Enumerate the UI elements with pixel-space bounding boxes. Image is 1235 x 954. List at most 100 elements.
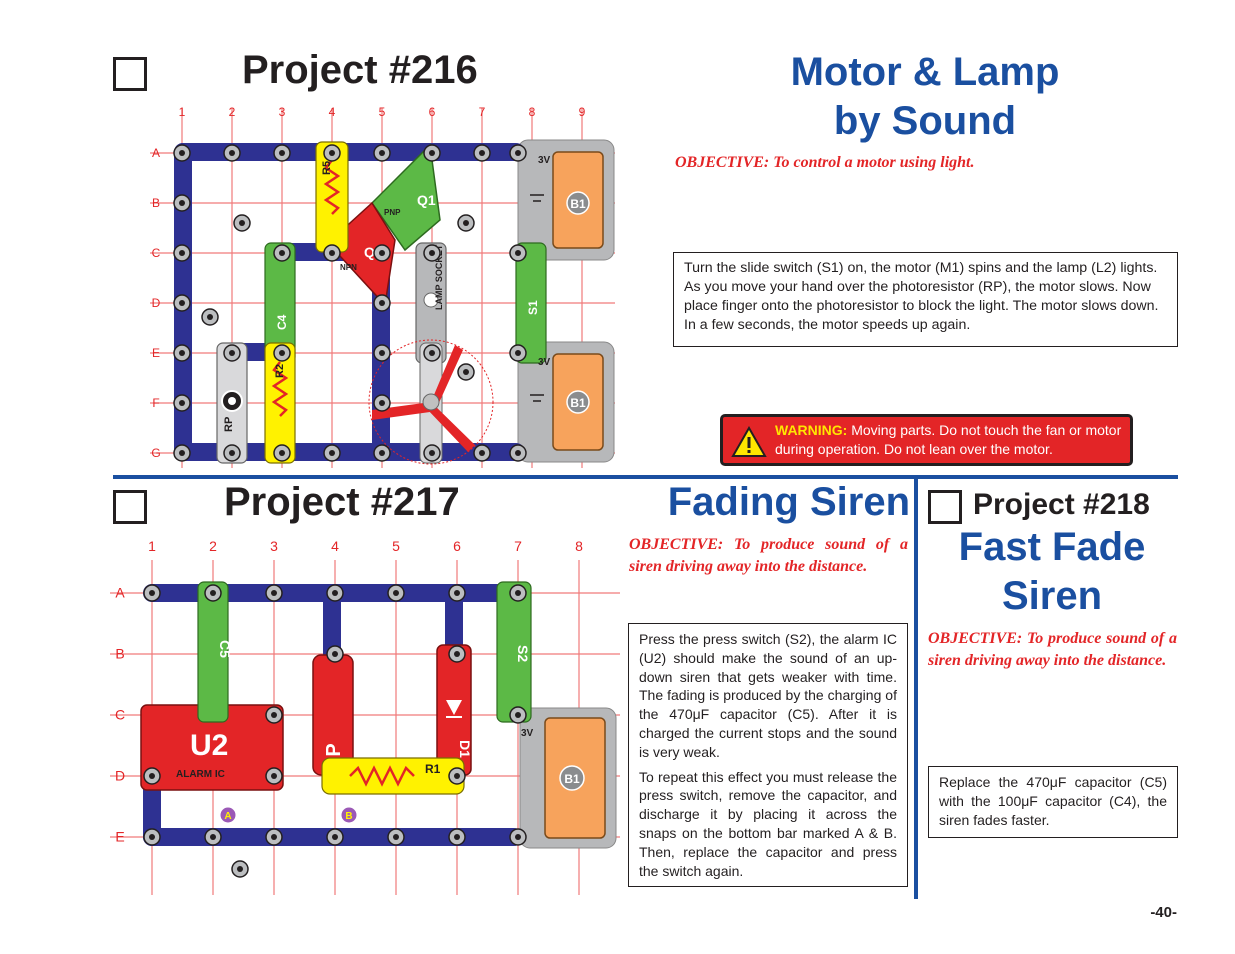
snap-center [454, 773, 460, 779]
snap-center [271, 773, 277, 779]
p218-title-line1: Fast Fade [958, 525, 1146, 569]
snap-center [179, 450, 185, 456]
project-217-checkbox[interactable] [113, 490, 147, 524]
snap-center [329, 150, 335, 156]
col-label: 5 [392, 538, 400, 554]
snap-center [429, 350, 435, 356]
snap-center [515, 834, 521, 840]
p216-r2-label: R2 [274, 364, 286, 378]
warning-box: WARNING: Moving parts. Do not touch the … [720, 414, 1133, 466]
row-label: B [152, 196, 160, 210]
snap-center [279, 250, 285, 256]
project-216-title: Project #216 [242, 48, 478, 92]
snap-center [515, 712, 521, 718]
snap-center [229, 150, 235, 156]
snap-center [515, 450, 521, 456]
snap-center [379, 300, 385, 306]
snap-center [179, 150, 185, 156]
p217-marker-a: A [224, 811, 231, 822]
snap-center [149, 590, 155, 596]
divider-horizontal [113, 475, 1178, 479]
row-label: A [115, 585, 125, 601]
snap-center [179, 300, 185, 306]
p216-rp-label: RP [223, 417, 235, 432]
p216-s1 [515, 242, 547, 364]
project-218-checkbox[interactable] [928, 490, 962, 524]
p216-instructions: Turn the slide switch (S1) on, the motor… [684, 260, 1159, 333]
snap-center [179, 350, 185, 356]
project-217-title: Project #217 [224, 480, 460, 524]
col-label: 6 [453, 538, 461, 554]
snap-center [149, 773, 155, 779]
snap-center [179, 250, 185, 256]
snap-center [479, 150, 485, 156]
snap-center [237, 866, 243, 872]
p217-objective: OBJECTIVE: To produce sound of a siren d… [629, 536, 908, 575]
snap-center [239, 220, 245, 226]
p216-q1 [371, 143, 441, 252]
col-label: 2 [229, 105, 236, 119]
snap-center [379, 350, 385, 356]
snap-center [454, 834, 460, 840]
snap-center [479, 450, 485, 456]
warning-text: WARNING: Moving parts. Do not touch the … [775, 421, 1124, 459]
snap-center [379, 450, 385, 456]
snap-center [463, 220, 469, 226]
p216-wire-top [174, 143, 440, 161]
p217-r1-label: R1 [425, 762, 441, 776]
p217-c5 [197, 581, 229, 723]
row-label: E [115, 829, 124, 845]
p217-para2: To repeat this effect you must release t… [639, 768, 897, 879]
col-label: 6 [429, 105, 436, 119]
snap-center [454, 651, 460, 657]
p216-b1-label-1: B1 [570, 197, 586, 211]
snap-center [332, 834, 338, 840]
p216-c4-label: C4 [275, 314, 289, 330]
col-label: 8 [575, 538, 583, 554]
p216-batt-v-2: 3V [538, 357, 551, 368]
p216-r2 [264, 342, 296, 464]
snap-center [393, 590, 399, 596]
p216-objective: OBJECTIVE: To control a motor using ligh… [675, 154, 975, 171]
p216-lamp-label: LAMP SOCKET [434, 244, 444, 310]
snap-center [179, 400, 185, 406]
p217-c5-label: C5 [217, 640, 233, 658]
col-label: 3 [270, 538, 278, 554]
snap-center [210, 834, 216, 840]
row-label: C [152, 246, 161, 260]
p217-title: Fading Siren [667, 480, 910, 524]
p218-title-line2: Siren [1001, 574, 1103, 618]
project-216-checkbox[interactable] [113, 57, 147, 91]
snap-center [279, 150, 285, 156]
snap-center [329, 250, 335, 256]
snap-center [393, 834, 399, 840]
p216-q1-label: Q1 [417, 192, 436, 208]
col-label: 2 [209, 538, 217, 554]
p217-marker-b: B [345, 811, 352, 822]
p218-instructions: Replace the 470μF capacitor (C5) with th… [939, 774, 1167, 828]
snap-center [379, 150, 385, 156]
p218-objective: OBJECTIVE: To produce sound of a siren d… [928, 630, 1177, 669]
col-label: 1 [148, 538, 156, 554]
snap-center [454, 590, 460, 596]
row-label: D [115, 768, 125, 784]
snap-center [271, 834, 277, 840]
snap-center [271, 590, 277, 596]
row-label: G [151, 446, 160, 460]
col-label: 7 [514, 538, 522, 554]
warning-triangle-icon [731, 426, 767, 457]
row-label: E [152, 346, 160, 360]
p217-batt-v: 3V [521, 728, 534, 739]
snap-center [279, 450, 285, 456]
row-label: F [152, 396, 159, 410]
p218-instructions-box: Replace the 470μF capacitor (C5) with th… [928, 766, 1178, 838]
p217-s2-label: S2 [515, 645, 531, 662]
snap-center [179, 200, 185, 206]
col-label: 8 [529, 105, 536, 119]
col-label: 9 [579, 105, 586, 119]
warning-message: Moving parts. Do not touch the fan or mo… [775, 422, 1122, 457]
snap-center [429, 450, 435, 456]
